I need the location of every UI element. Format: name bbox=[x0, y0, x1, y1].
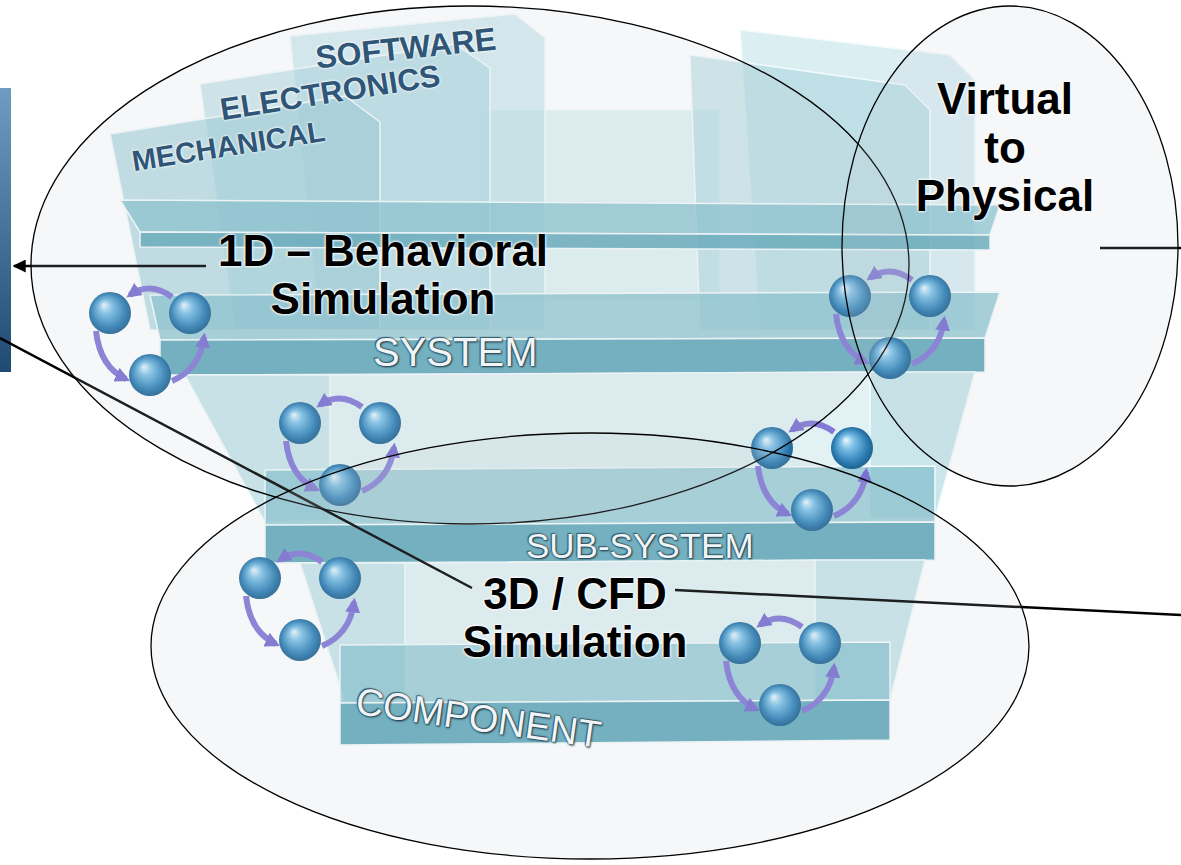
region-title: Virtual to Physical bbox=[916, 75, 1095, 220]
region-title: 1D – Behavioral Simulation bbox=[183, 227, 583, 324]
region-title: 3D / CFD Simulation bbox=[425, 570, 725, 667]
level-label: SUB-SYSTEM bbox=[526, 528, 754, 563]
ellipse-outline bbox=[842, 6, 1178, 486]
ellipse-region: Virtual to Physical bbox=[841, 5, 1179, 487]
ellipse-region: 3D / CFD Simulation bbox=[150, 432, 1030, 860]
level-label: SYSTEM bbox=[373, 332, 537, 372]
ellipse-outline bbox=[151, 433, 1029, 859]
image-fragment bbox=[0, 88, 11, 372]
